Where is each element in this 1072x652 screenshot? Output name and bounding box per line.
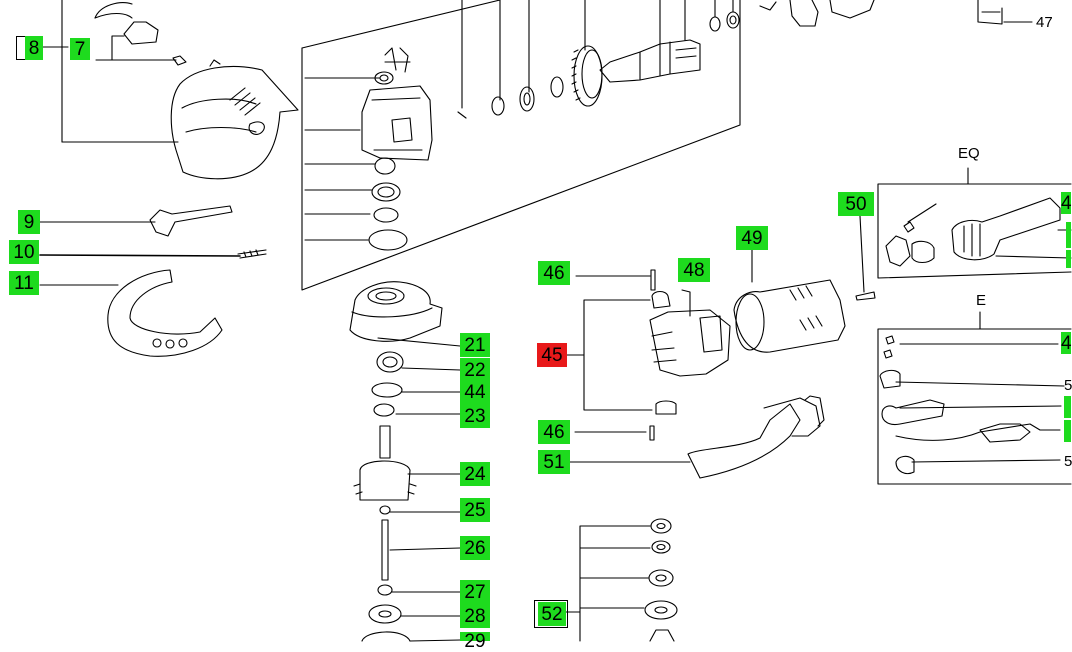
callout-21: 21: [460, 333, 490, 357]
gear-head-stack-drawing: [349, 281, 461, 642]
callout-28: 28: [460, 604, 490, 628]
callout-52: 52: [538, 602, 566, 626]
part-47-label: 47: [1036, 14, 1053, 31]
upper-left-parts-drawing: [42, 0, 299, 180]
callout-51: 51: [538, 450, 570, 474]
switch-assembly-drawing: [559, 269, 731, 441]
eq-kit-box: [877, 167, 1072, 279]
callout-50: 50: [838, 192, 874, 216]
e-callout-partial-top: 4: [1061, 332, 1072, 354]
screw-50-drawing: [855, 215, 876, 301]
callout-44: 44: [460, 380, 490, 404]
e-callout-partial-mid: [1064, 396, 1071, 418]
cable-guide-51-drawing: [567, 395, 825, 479]
protection-ring-drawing: [39, 269, 223, 357]
callout-8: 8: [25, 36, 43, 60]
callout-24: 24: [460, 462, 490, 486]
callout-27: 27: [460, 580, 490, 604]
callout-23: 23: [460, 404, 490, 428]
callout-49: 49: [736, 226, 768, 250]
callout-11: 11: [9, 271, 39, 295]
eq-callout-partial-top: 4: [1061, 192, 1072, 214]
e-label-partial-5a: 5: [1064, 377, 1072, 394]
e-callout-partial-low: [1064, 420, 1071, 442]
callout-26: 26: [460, 536, 490, 560]
callout-48: 48: [678, 258, 710, 282]
long-screw-drawing: [39, 249, 267, 259]
e-label-partial-5b: 5: [1064, 453, 1072, 470]
eq-kit-title: EQ: [958, 145, 980, 162]
callout-46-lower: 46: [538, 420, 570, 444]
callout-7: 7: [70, 38, 90, 60]
callout-29: 29: [460, 632, 490, 651]
callout-10: 10: [9, 240, 39, 264]
motor-housing-49-drawing: [733, 249, 846, 353]
e-kit-title: E: [976, 292, 987, 309]
eq-callout-partial-bottom: [1066, 250, 1071, 268]
callout-9: 9: [18, 210, 40, 234]
callout-25: 25: [460, 498, 490, 522]
handle-lever-drawing: [39, 205, 233, 237]
callout-22: 22: [460, 358, 490, 382]
motor-housing-group-box: [301, 0, 1031, 291]
washer-set-drawing: [559, 518, 678, 642]
e-kit-box: [877, 311, 1072, 485]
callout-52-frame: [534, 600, 568, 628]
callout-46-upper: 46: [538, 261, 570, 285]
callout-45: 45: [537, 343, 567, 367]
eq-callout-partial-mid: [1066, 222, 1071, 248]
callout-8-frame: [16, 36, 25, 60]
